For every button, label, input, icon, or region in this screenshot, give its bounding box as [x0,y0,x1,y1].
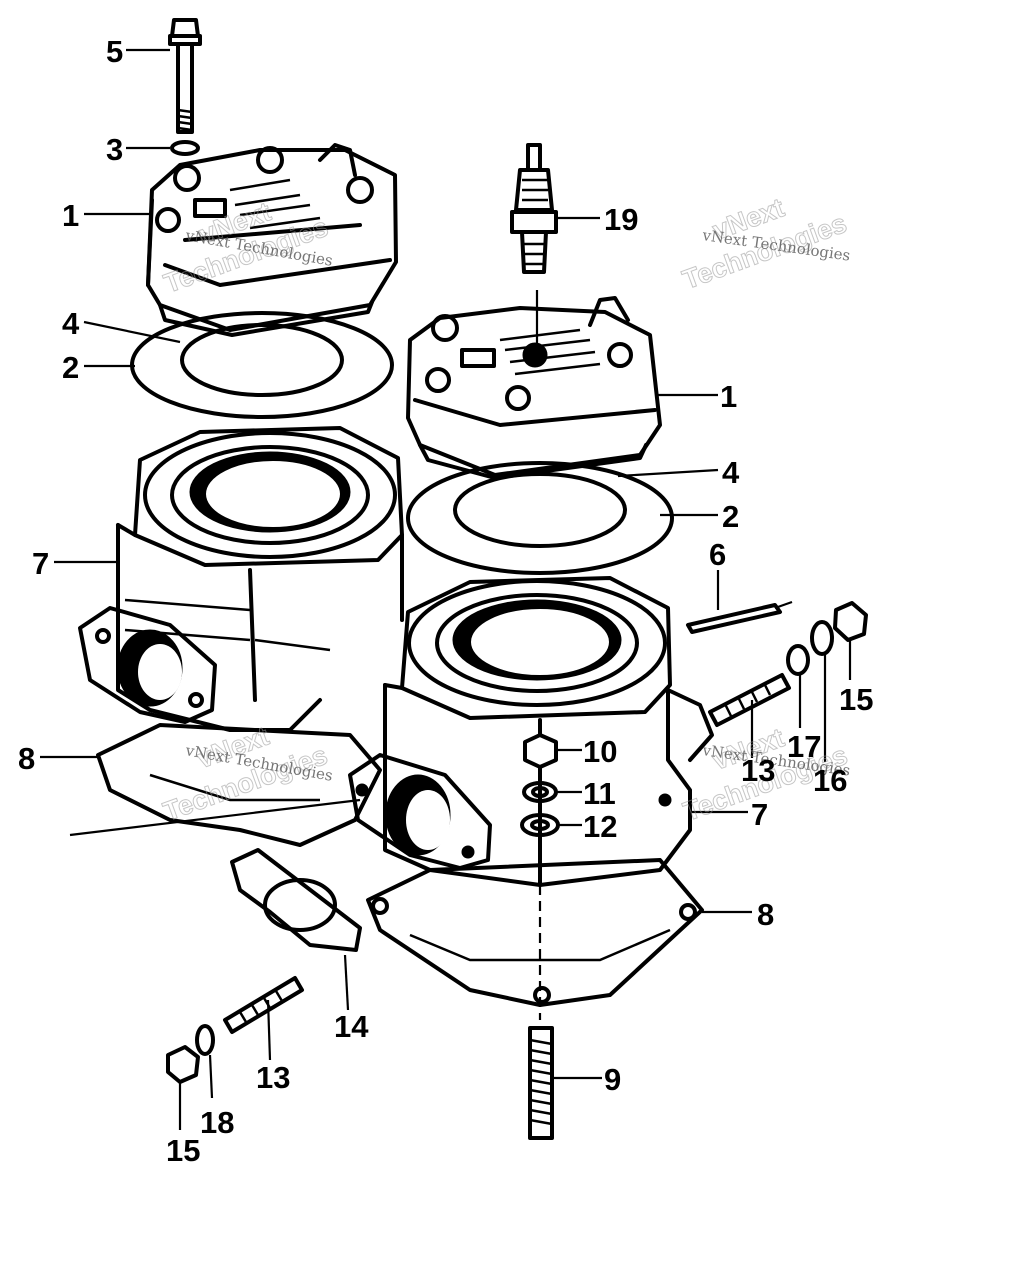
callout-8-left: 8 [18,741,35,776]
callout-7-right: 7 [751,797,768,832]
base-gasket-right-inner [409,928,671,962]
callout-6: 6 [709,537,726,572]
cylinder-body-left [78,426,404,732]
callout-19: 19 [604,202,638,237]
callout-1-left: 1 [62,198,79,233]
nut-right [833,601,868,642]
callout-13-left: 13 [256,1060,290,1095]
lock-washer-left [195,1024,215,1056]
cylinder-body-right [348,576,714,887]
lock-washer-hole [531,786,549,798]
callout-16: 16 [813,763,847,798]
callout-15-left: 15 [166,1133,200,1168]
base-gasket-right-hole-1 [371,897,389,915]
head-bolt [168,18,202,134]
exhaust-stud-right [708,673,791,727]
spark-plug [510,143,558,274]
callout-14: 14 [334,1009,369,1044]
cylinder-head-right [406,296,662,480]
head-gasket-inner-left [180,323,344,397]
callout-10: 10 [583,734,617,769]
base-gasket-right [366,858,704,1007]
cylinder-nut [523,733,558,769]
callout-13-right: 13 [741,753,775,788]
callout-9: 9 [604,1062,621,1097]
callout-labels: 5 3 1 4 2 7 8 19 1 4 2 6 15 17 13 16 10 … [18,34,873,1168]
callout-1-right: 1 [720,379,737,414]
nut-left [166,1045,200,1084]
base-gasket-left-inner [149,773,320,802]
callout-4-left: 4 [62,306,80,341]
callout-17: 17 [787,729,821,764]
callout-12: 12 [583,809,617,844]
exhaust-gasket-hole [263,878,337,932]
callout-3: 3 [106,132,123,167]
callout-7-left: 7 [32,546,49,581]
head-gasket-outer-right [406,461,674,575]
base-gasket-left [96,723,382,847]
callout-2-right: 2 [722,499,739,534]
head-gasket-inner-right [453,472,627,548]
lock-washer-right [810,620,834,656]
flat-washer-right [786,644,810,676]
base-gasket-right-hole-2 [679,903,697,921]
exhaust-stud-left [223,976,304,1034]
callout-11: 11 [583,776,616,811]
base-gasket-right-hole-3 [533,986,551,1004]
callout-5: 5 [106,34,123,69]
callout-8-right: 8 [757,897,774,932]
callout-2-left: 2 [62,350,79,385]
head-bolt-washer [170,140,200,156]
callout-18: 18 [200,1105,234,1140]
dowel-pin [686,600,793,634]
callout-4-right: 4 [722,455,740,490]
exhaust-gasket [230,848,362,952]
leader-lines [40,48,852,1130]
flat-washer-hole [530,819,550,831]
callout-15-right: 15 [839,682,873,717]
cylinder-stud [528,1026,554,1140]
cylinder-head-left [146,143,398,337]
